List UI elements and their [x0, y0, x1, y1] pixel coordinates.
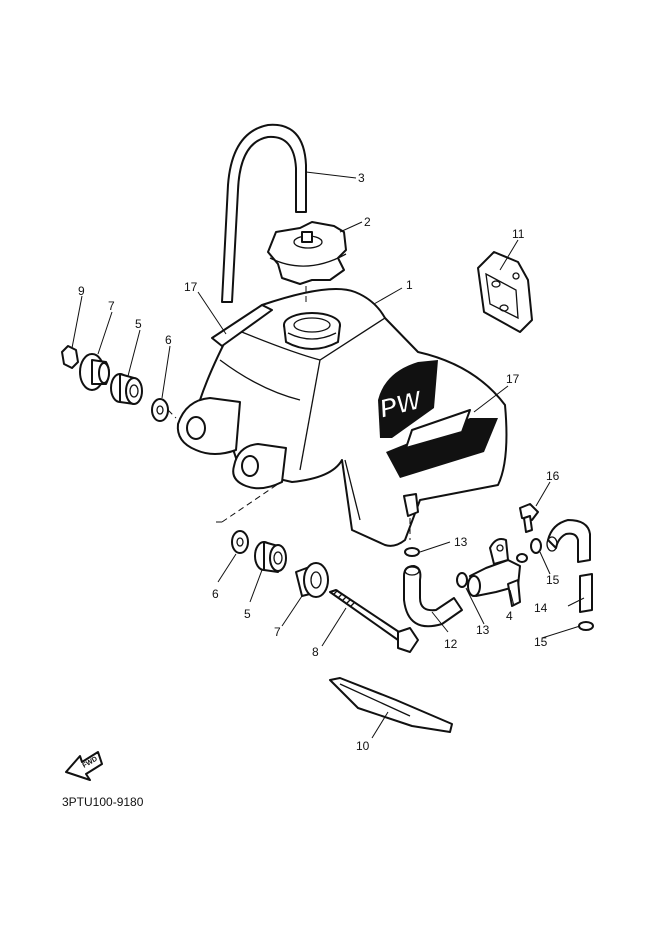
hose-clamp-upper-right [530, 538, 542, 554]
mount-nut [61, 345, 79, 369]
callout-2: 2 [364, 215, 371, 229]
callout-6-upper: 6 [165, 333, 172, 347]
tank-front-mount [176, 397, 241, 455]
fuel-tank [195, 287, 508, 547]
callout-3: 3 [358, 171, 365, 185]
tank-rear-mount [232, 443, 287, 490]
leader-lines [71, 171, 585, 739]
callout-15-lower: 15 [534, 635, 548, 649]
callout-13-lower: 13 [476, 623, 490, 637]
callout-10: 10 [356, 739, 370, 753]
hose-clamp-mid [456, 572, 468, 588]
callout-17-right: 17 [506, 372, 520, 386]
callout-15-upper: 15 [546, 573, 560, 587]
mount-washer-lower [231, 530, 249, 554]
callout-11: 11 [512, 227, 525, 241]
callout-12: 12 [444, 637, 458, 651]
tank-decal-right: PW [376, 360, 498, 478]
fuel-cock-screw [519, 503, 539, 533]
fuel-hose-long [546, 519, 591, 563]
assembly-lines [167, 286, 411, 540]
callout-16: 16 [546, 469, 560, 483]
callout-labels: 1 2 3 4 5 5 6 6 7 7 8 9 10 11 12 13 13 1… [78, 171, 560, 753]
callout-8: 8 [312, 645, 319, 659]
fuel-cock [467, 538, 528, 607]
mount-damper-lower [254, 541, 287, 573]
mount-collar-upper [79, 353, 110, 391]
forward-arrow: FWD [65, 751, 103, 781]
callout-17-left: 17 [184, 280, 198, 294]
callout-1: 1 [406, 278, 413, 292]
callout-7-upper: 7 [108, 299, 115, 313]
callout-14: 14 [534, 601, 548, 615]
callout-5-upper: 5 [135, 317, 142, 331]
fuel-hose-lower [579, 573, 593, 613]
tank-outlet-fitting [403, 493, 419, 517]
tank-decal-left [211, 304, 273, 347]
hose-clamp-upper [404, 547, 420, 557]
tank-bracket [477, 251, 533, 333]
callout-5-lower: 5 [244, 607, 251, 621]
diagram-code: 3PTU100-9180 [62, 795, 144, 809]
mount-damper-upper [110, 373, 143, 405]
tank-protector-plate [329, 677, 453, 733]
callout-4: 4 [506, 609, 513, 623]
callout-13-upper: 13 [454, 535, 468, 549]
callout-6-lower: 6 [212, 587, 219, 601]
mount-bolt [329, 589, 419, 653]
fuel-hose-short [403, 565, 463, 628]
breather-hose [221, 123, 307, 303]
callout-7-lower: 7 [274, 625, 281, 639]
mount-collar-lower [295, 562, 329, 598]
hose-clamp-lower-right [578, 621, 594, 631]
callout-9: 9 [78, 284, 85, 298]
mount-washer-upper [151, 398, 169, 422]
fuel-cap [267, 221, 347, 285]
